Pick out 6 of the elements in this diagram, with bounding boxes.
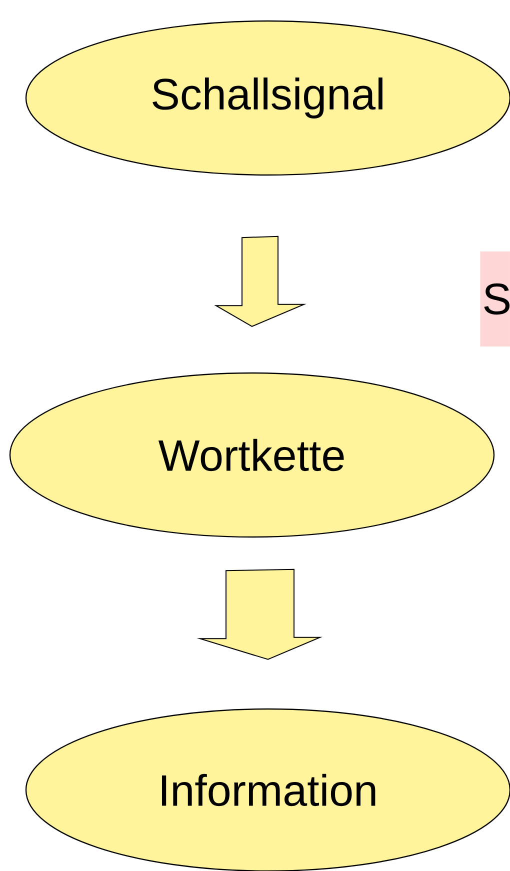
block-arrow	[214, 236, 306, 327]
ellipse-node: Schallsignal	[25, 20, 510, 176]
ellipse-node: Wortkette	[9, 372, 495, 538]
block-arrow	[196, 568, 322, 660]
text-box: S	[480, 252, 510, 346]
ellipse-node: Information	[25, 708, 510, 871]
